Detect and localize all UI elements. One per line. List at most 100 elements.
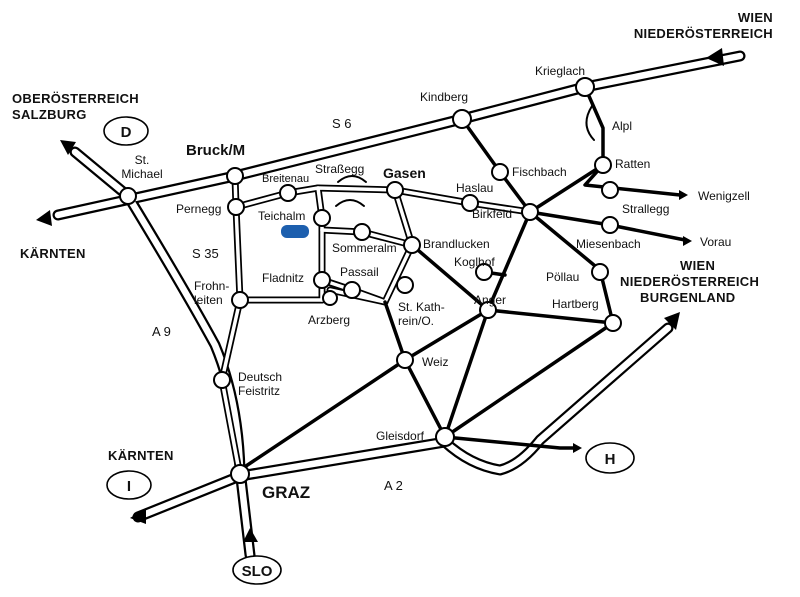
label-deutsch-feistritz-1: Deutsch [238, 370, 282, 384]
marker-weiz [396, 351, 414, 369]
marker-krieglach [575, 77, 595, 97]
marker-fladnitz [313, 271, 331, 289]
label-wenigzell: Wenigzell [698, 189, 750, 203]
marker-gleisdorf [435, 427, 455, 447]
alpl-pass-icon [585, 105, 595, 141]
code-d: D [121, 124, 132, 141]
marker-koglhof [475, 263, 493, 281]
label-arzberg: Arzberg [308, 313, 350, 327]
marker-hartberg [604, 314, 622, 332]
marker-teichalm [313, 209, 331, 227]
label-kindberg: Kindberg [420, 90, 468, 104]
label-s6: S 6 [332, 116, 352, 131]
arrow-ne-icon [706, 48, 724, 66]
secondary-roads [238, 85, 687, 472]
marker-st-michael [119, 187, 137, 205]
region-ne-wien: WIEN [738, 10, 773, 25]
label-fischbach: Fischbach [512, 165, 567, 179]
region-e-burgenland: BURGENLAND [640, 290, 735, 305]
label-strallegg: Strallegg [622, 202, 669, 216]
label-anger: Anger [474, 293, 506, 307]
marker-arzberg [322, 290, 338, 306]
region-e-wien: WIEN [680, 258, 715, 273]
label-st-michael-1: St. [135, 153, 150, 167]
arrow-nw-icon [60, 140, 76, 155]
marker-frohnleiten [231, 291, 249, 309]
label-frohnleiten-2: leiten [194, 293, 223, 307]
direction-arrows [36, 48, 724, 542]
arrow-e-icon [664, 312, 680, 330]
label-graz: GRAZ [262, 483, 310, 502]
marker-pernegg [227, 198, 245, 216]
marker-graz [230, 464, 250, 484]
label-teichalm: Teichalm [258, 209, 305, 223]
region-sw-kaernten: KÄRNTEN [108, 448, 174, 463]
marker-haslau [461, 194, 479, 212]
label-hartberg: Hartberg [552, 297, 599, 311]
region-labels: WIEN NIEDERÖSTERREICH OBERÖSTERREICH SAL… [12, 10, 773, 463]
label-miesenbach: Miesenbach [576, 237, 641, 251]
arrow-s-icon [243, 528, 258, 542]
label-pernegg: Pernegg [176, 202, 221, 216]
oval-h [585, 442, 635, 474]
label-weiz: Weiz [422, 355, 448, 369]
marker-bruck [226, 167, 244, 185]
marker-miesenbach [601, 216, 619, 234]
label-bruck: Bruck/M [186, 142, 245, 159]
code-h: H [605, 451, 616, 468]
marker-deutsch-feistritz [213, 371, 231, 389]
label-krieglach: Krieglach [535, 64, 585, 78]
region-w-kaernten: KÄRNTEN [20, 246, 86, 261]
oval-slo [232, 555, 282, 585]
label-ratten: Ratten [615, 157, 650, 171]
label-koglhof: Koglhof [454, 255, 495, 269]
marker-kindberg [452, 109, 472, 129]
code-slo: SLO [242, 563, 273, 580]
arrow-wenigzell-icon [679, 190, 688, 200]
marker-fischbach [491, 163, 509, 181]
marker-birkfeld [521, 203, 539, 221]
road-labels: S 6 S 35 A 9 A 2 [152, 116, 403, 493]
marker-poellau [591, 263, 609, 281]
marker-sommeralm [353, 223, 371, 241]
town-markers [119, 77, 622, 484]
region-nw-oberoesterreich: OBERÖSTERREICH [12, 91, 139, 106]
arrow-h-icon [573, 443, 582, 453]
region-ne-niederoesterreich: NIEDERÖSTERREICH [634, 26, 773, 41]
label-passail: Passail [340, 265, 379, 279]
arrow-vorau-icon [683, 236, 692, 246]
label-strassegg: Straßegg [315, 162, 364, 176]
region-nw-salzburg: SALZBURG [12, 107, 87, 122]
marker-brandlucken [403, 236, 421, 254]
label-alpl: Alpl [612, 119, 632, 133]
region-e-niederoesterreich: NIEDERÖSTERREICH [620, 274, 759, 289]
arrow-w-icon [36, 210, 52, 226]
label-frohnleiten-1: Frohn- [194, 279, 229, 293]
label-breitenau: Breitenau [262, 173, 309, 185]
label-st-kathrein-2: rein/O. [398, 314, 434, 328]
label-brandlucken: Brandlucken [423, 237, 490, 251]
label-a9: A 9 [152, 324, 171, 339]
label-gasen: Gasen [383, 165, 426, 181]
label-a2: A 2 [384, 478, 403, 493]
marker-passail [343, 281, 361, 299]
label-gleisdorf: Gleisdorf [376, 429, 425, 443]
label-fladnitz: Fladnitz [262, 271, 304, 285]
oval-d [103, 116, 149, 146]
code-i: I [127, 478, 131, 495]
marker-ratten [594, 156, 612, 174]
label-deutsch-feistritz-2: Feistritz [238, 384, 280, 398]
label-poellau: Pöllau [546, 270, 579, 284]
label-s35: S 35 [192, 246, 219, 261]
marker-st-kathrein [396, 276, 414, 294]
road-a9 [69, 146, 256, 561]
label-haslau: Haslau [456, 181, 493, 195]
country-codes: D I H SLO [103, 116, 635, 585]
marker-gasen [386, 181, 404, 199]
label-vorau: Vorau [700, 235, 731, 249]
arrow-sw-icon [130, 508, 146, 524]
town-labels: Bruck/M St. Michael Pernegg Breitenau St… [121, 64, 749, 502]
label-st-kathrein-1: St. Kath- [398, 300, 445, 314]
